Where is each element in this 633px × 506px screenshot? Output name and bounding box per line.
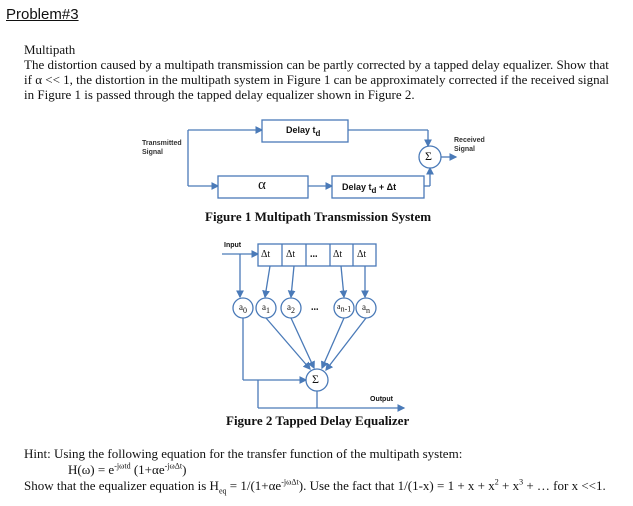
delay-cell-2: Δt [286,249,296,260]
paragraph-line-1: The distortion caused by a multipath tra… [24,57,609,72]
figure-2-caption: Figure 2 Tapped Delay Equalizer [226,413,410,428]
fig1-sum-symbol: Σ [425,149,432,163]
delay-td-box: Delay td [286,125,321,138]
hint-line-3: Show that the equalizer equation is Heq … [24,477,606,496]
delay-cell-n-1: Δt [333,249,343,260]
output-label: Output [370,396,393,403]
tap-an: an [362,302,370,315]
hint-equation: H(ω) = e-jωtd (1+αe-jωΔt) [68,461,187,477]
alpha-gain-box: α [258,177,266,193]
tap-a1: a1 [262,302,270,315]
figure-1-caption: Figure 1 Multipath Transmission System [205,209,432,224]
hint-line-1: Hint: Using the following equation for t… [24,446,463,461]
tap-a2: a2 [287,302,295,315]
tap-a0: a0 [239,302,247,315]
tap-an-1: an-1 [337,302,352,314]
delay-cell-n: Δt [357,249,367,260]
paragraph-line-2: if α << 1, the distortion in the multipa… [24,72,610,87]
delay-cell-1: Δt [261,249,271,260]
fig2-sum-symbol: Σ [312,372,319,386]
paragraph-line-3: in Figure 1 is passed through the tapped… [24,87,415,102]
tap-ellipsis: ... [311,302,319,313]
subtitle: Multipath [24,42,76,57]
problem-heading: Problem#3 [6,6,79,23]
input-label: Input [224,242,242,249]
delay-td-dt-box: Delay td + Δt [342,182,397,195]
delay-cell-ellipsis: ... [310,249,318,260]
